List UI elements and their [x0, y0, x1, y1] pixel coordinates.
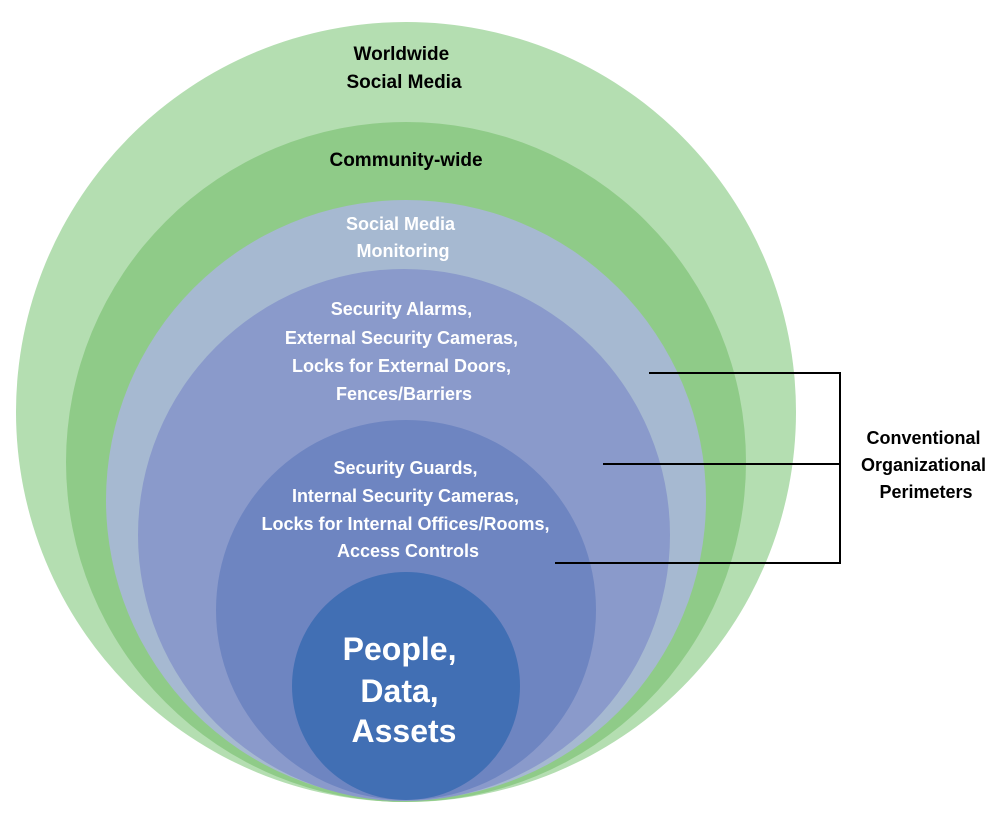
- external-label-line: Locks for External Doors,: [292, 356, 511, 376]
- community-label-line: Community-wide: [329, 150, 482, 171]
- monitoring-label-line: Social Media: [346, 214, 456, 234]
- external-label-line: Security Alarms,: [331, 299, 472, 319]
- core-label: People, Data, Assets: [343, 631, 466, 749]
- internal-label-line: Access Controls: [337, 541, 479, 561]
- monitoring-label: Social Media Monitoring: [346, 214, 460, 261]
- bracket-label-line: Perimeters: [879, 482, 972, 502]
- internal-label-line: Security Guards,: [333, 458, 477, 478]
- people-data-assets-core: [292, 572, 520, 800]
- bracket-label: Conventional Organizational Perimeters: [861, 428, 991, 502]
- external-label: Security Alarms, External Security Camer…: [285, 299, 523, 404]
- community-label: Community-wide: [329, 150, 482, 171]
- perimeter-bracket: [555, 372, 841, 564]
- core-label-line: Data,: [360, 673, 438, 709]
- internal-label-line: Locks for Internal Offices/Rooms,: [261, 514, 549, 534]
- worldwide-label-line: Worldwide: [354, 44, 450, 65]
- external-label-line: Fences/Barriers: [336, 384, 472, 404]
- internal-label-line: Internal Security Cameras,: [292, 486, 519, 506]
- monitoring-label-line: Monitoring: [357, 241, 450, 261]
- bracket-label-line: Organizational: [861, 455, 986, 475]
- bracket-label-line: Conventional: [866, 428, 980, 448]
- worldwide-label-line: Social Media: [346, 72, 462, 93]
- internal-label: Security Guards, Internal Security Camer…: [261, 458, 554, 561]
- external-label-line: External Security Cameras,: [285, 328, 518, 348]
- core-label-line: Assets: [352, 713, 457, 749]
- core-label-line: People,: [343, 631, 457, 667]
- worldwide-label: Worldwide Social Media: [346, 44, 462, 93]
